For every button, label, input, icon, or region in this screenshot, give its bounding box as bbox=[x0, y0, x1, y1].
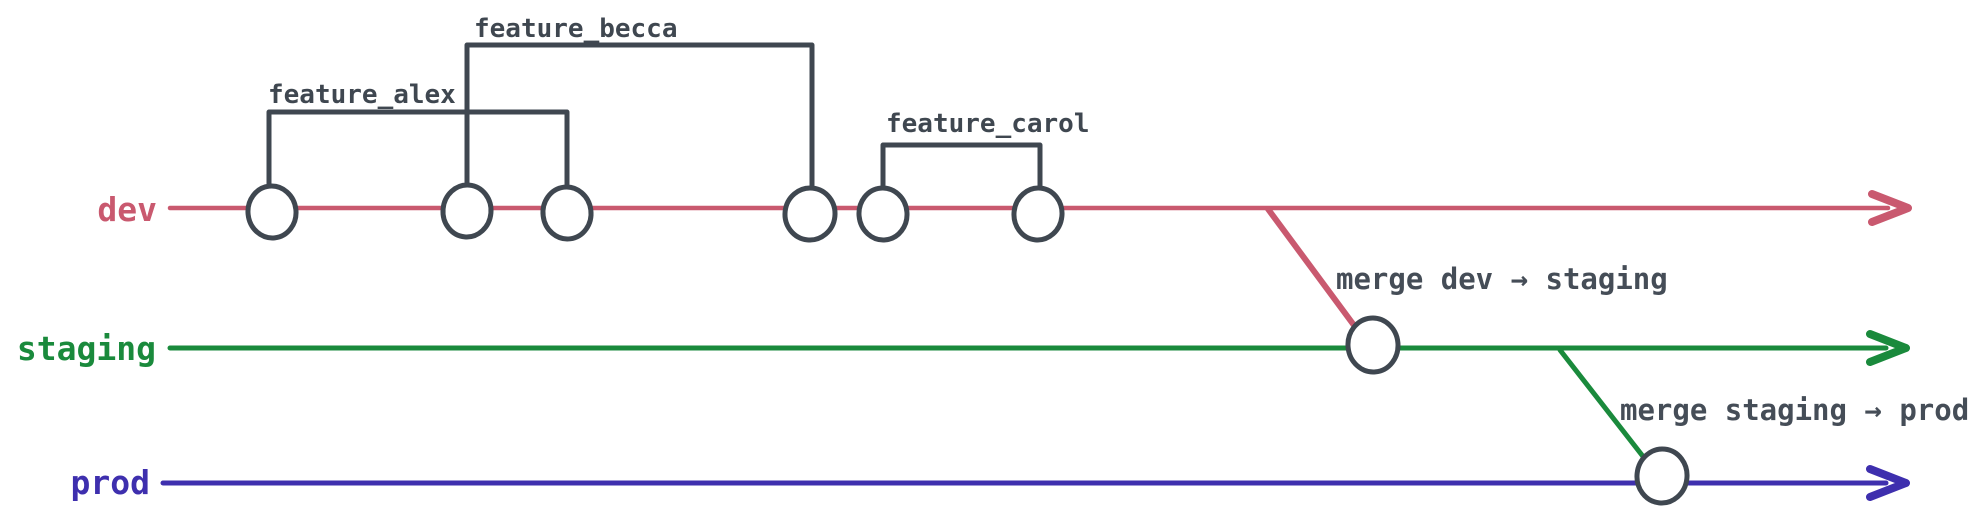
feature-becca-label: feature_becca bbox=[474, 14, 678, 44]
merge-dev-to-staging-label: merge dev → staging bbox=[1336, 262, 1668, 296]
merge-staging-to-prod-edge bbox=[1557, 347, 1648, 462]
dev-commit-4 bbox=[782, 185, 838, 243]
dev-commit-3 bbox=[540, 184, 594, 242]
staging-arrowhead-icon bbox=[1866, 330, 1910, 366]
feature-alex-label: feature_alex bbox=[268, 80, 456, 110]
feature-carol-label: feature_carol bbox=[886, 109, 1090, 139]
prod-merge-commit bbox=[1634, 446, 1690, 506]
prod-arrowhead-icon bbox=[1866, 465, 1910, 501]
feature-carol-bracket bbox=[880, 142, 1043, 193]
staging-merge-commit bbox=[1345, 315, 1401, 375]
dev-branch-label: dev bbox=[97, 190, 157, 229]
dev-commit-6 bbox=[1011, 185, 1065, 243]
staging-branch-label: staging bbox=[17, 329, 156, 368]
feature-alex-bracket bbox=[266, 109, 570, 191]
merge-dev-to-staging-edge bbox=[1265, 206, 1359, 331]
dev-commit-2 bbox=[440, 182, 494, 240]
dev-arrowhead-icon bbox=[1868, 190, 1912, 226]
prod-branch-label: prod bbox=[71, 463, 150, 502]
dev-commit-5 bbox=[856, 185, 910, 243]
dev-commit-1 bbox=[245, 183, 299, 241]
feature-becca-bracket bbox=[464, 42, 815, 192]
merge-staging-to-prod-label: merge staging → prod bbox=[1620, 393, 1969, 427]
